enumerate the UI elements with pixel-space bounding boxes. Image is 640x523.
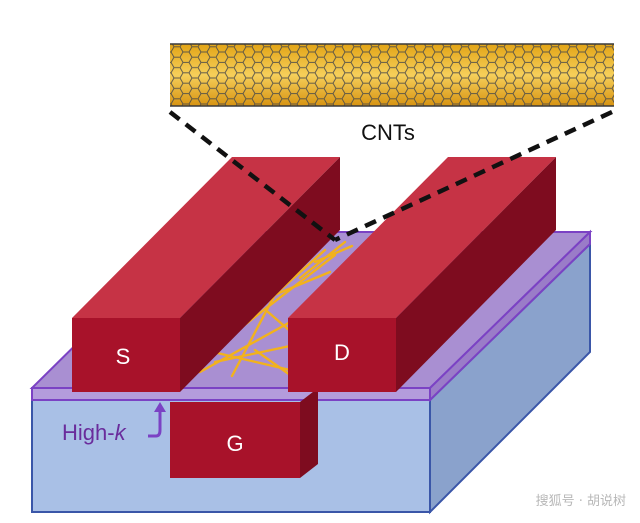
- source-electrode: S: [72, 157, 340, 392]
- nanotube-lattice: [170, 44, 614, 106]
- high-k-label: High-k: [62, 420, 127, 445]
- nanotube-zoom: [170, 43, 614, 107]
- zoom-line-left: [168, 110, 337, 242]
- drain-front-face: [288, 318, 396, 392]
- watermark-text: 搜狐号 · 胡说树: [536, 494, 626, 509]
- nanotube: [236, 253, 337, 332]
- source-side-face: [180, 157, 340, 392]
- nanotube: [278, 248, 327, 292]
- nanotube: [313, 244, 354, 264]
- high-k-label-prefix: High-: [62, 420, 115, 445]
- high-k-arrow-head: [154, 402, 166, 412]
- source-top-face: [72, 157, 340, 318]
- zoom-lines: [168, 109, 613, 243]
- source-label: S: [116, 344, 131, 369]
- gate-label: G: [226, 431, 243, 456]
- high-k-arrow-icon: [148, 410, 162, 438]
- source-front-face: [72, 318, 180, 392]
- cnts-label: CNTs: [361, 120, 415, 145]
- gate-front-face: [170, 402, 300, 478]
- zoom-line-right: [334, 109, 613, 243]
- drain-electrode: D: [288, 157, 556, 392]
- gate-side-face: [300, 388, 318, 478]
- drain-top-face: [288, 157, 556, 318]
- drain-side-face: [396, 157, 556, 392]
- drain-label: D: [334, 340, 350, 365]
- high-k-annotation: High-k: [62, 402, 166, 445]
- high-k-label-k: k: [115, 420, 127, 445]
- gate-electrode: G: [170, 388, 318, 478]
- high-k-side-face: [429, 229, 591, 403]
